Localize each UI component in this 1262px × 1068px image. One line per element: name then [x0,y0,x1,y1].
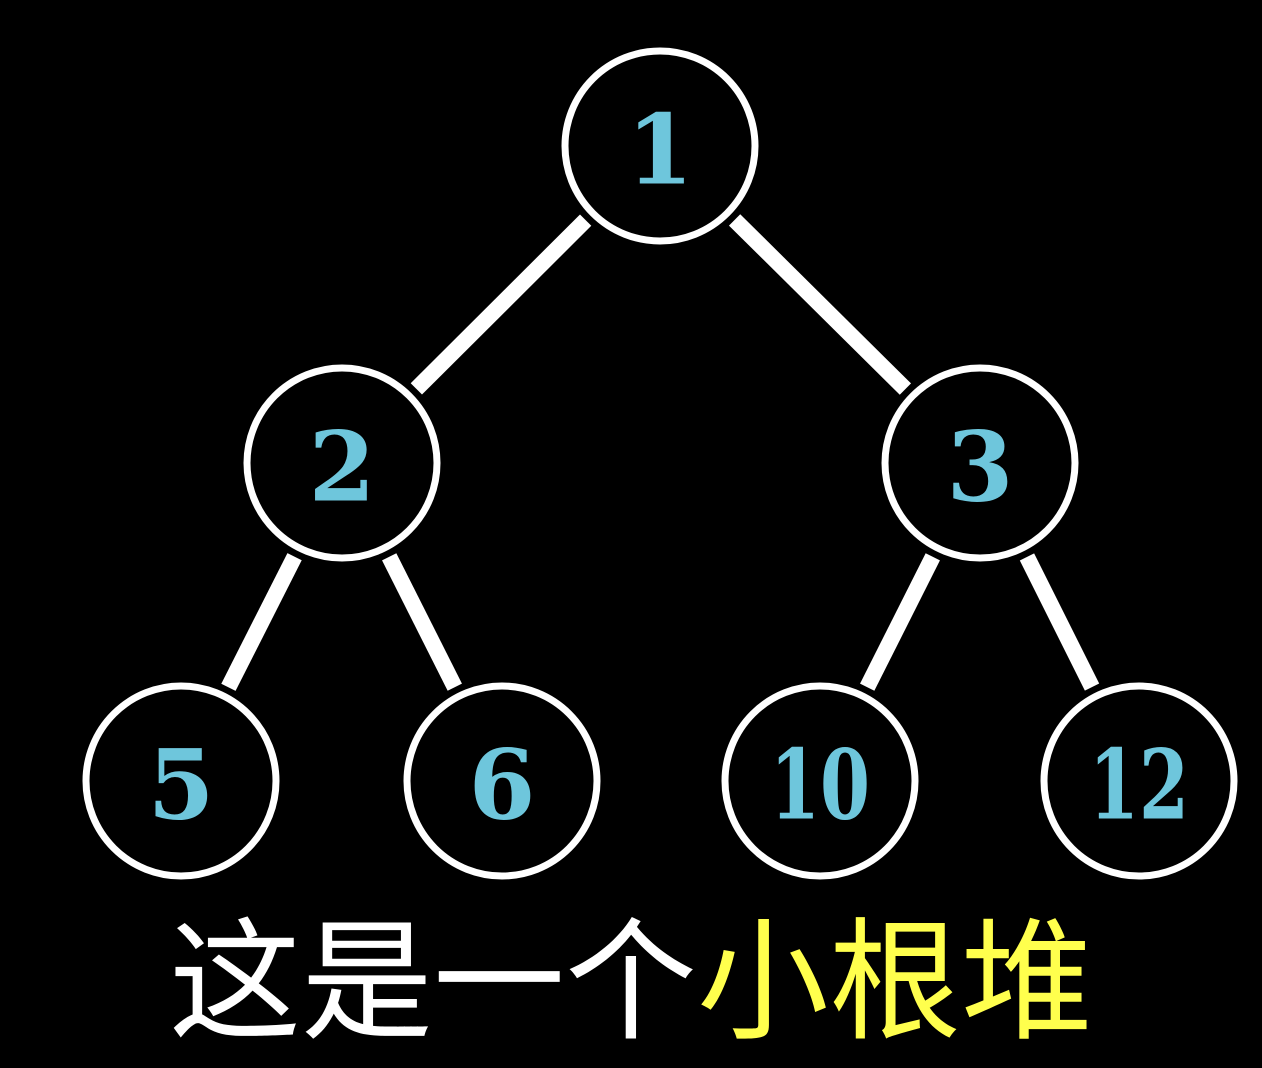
node-value: 10 [770,729,870,842]
caption-highlight: 小根堆 [697,906,1093,1060]
node-value: 6 [469,729,536,842]
node-value: 2 [309,411,376,524]
node-circle [243,364,441,562]
node-value: 5 [148,729,215,842]
edges-layer [221,214,1100,691]
edge-n2-n5 [221,553,302,691]
heap-node-12: 12 [1040,682,1238,880]
node-value: 3 [947,411,1014,524]
heap-node-5: 5 [82,682,280,880]
caption: 这是一个小根堆 [0,908,1262,1068]
heap-node-2: 2 [243,364,441,562]
node-value: 12 [1089,729,1189,842]
node-circle [82,682,280,880]
edge-n3-n12 [1019,553,1100,691]
caption-prefix: 这是一个 [169,906,697,1060]
node-circle [721,682,919,880]
node-circle [881,364,1079,562]
heap-node-6: 6 [403,682,601,880]
node-circle [1040,682,1238,880]
edge-n2-n6 [382,553,462,691]
edge-n1-n3 [728,214,912,395]
heap-node-3: 3 [881,364,1079,562]
heap-node-10: 10 [721,682,919,880]
edge-n1-n2 [410,214,592,395]
heap-node-1: 1 [561,47,759,245]
node-circle [403,682,601,880]
node-circle [561,47,759,245]
node-value: 1 [627,94,694,207]
edge-n3-n10 [860,553,940,691]
